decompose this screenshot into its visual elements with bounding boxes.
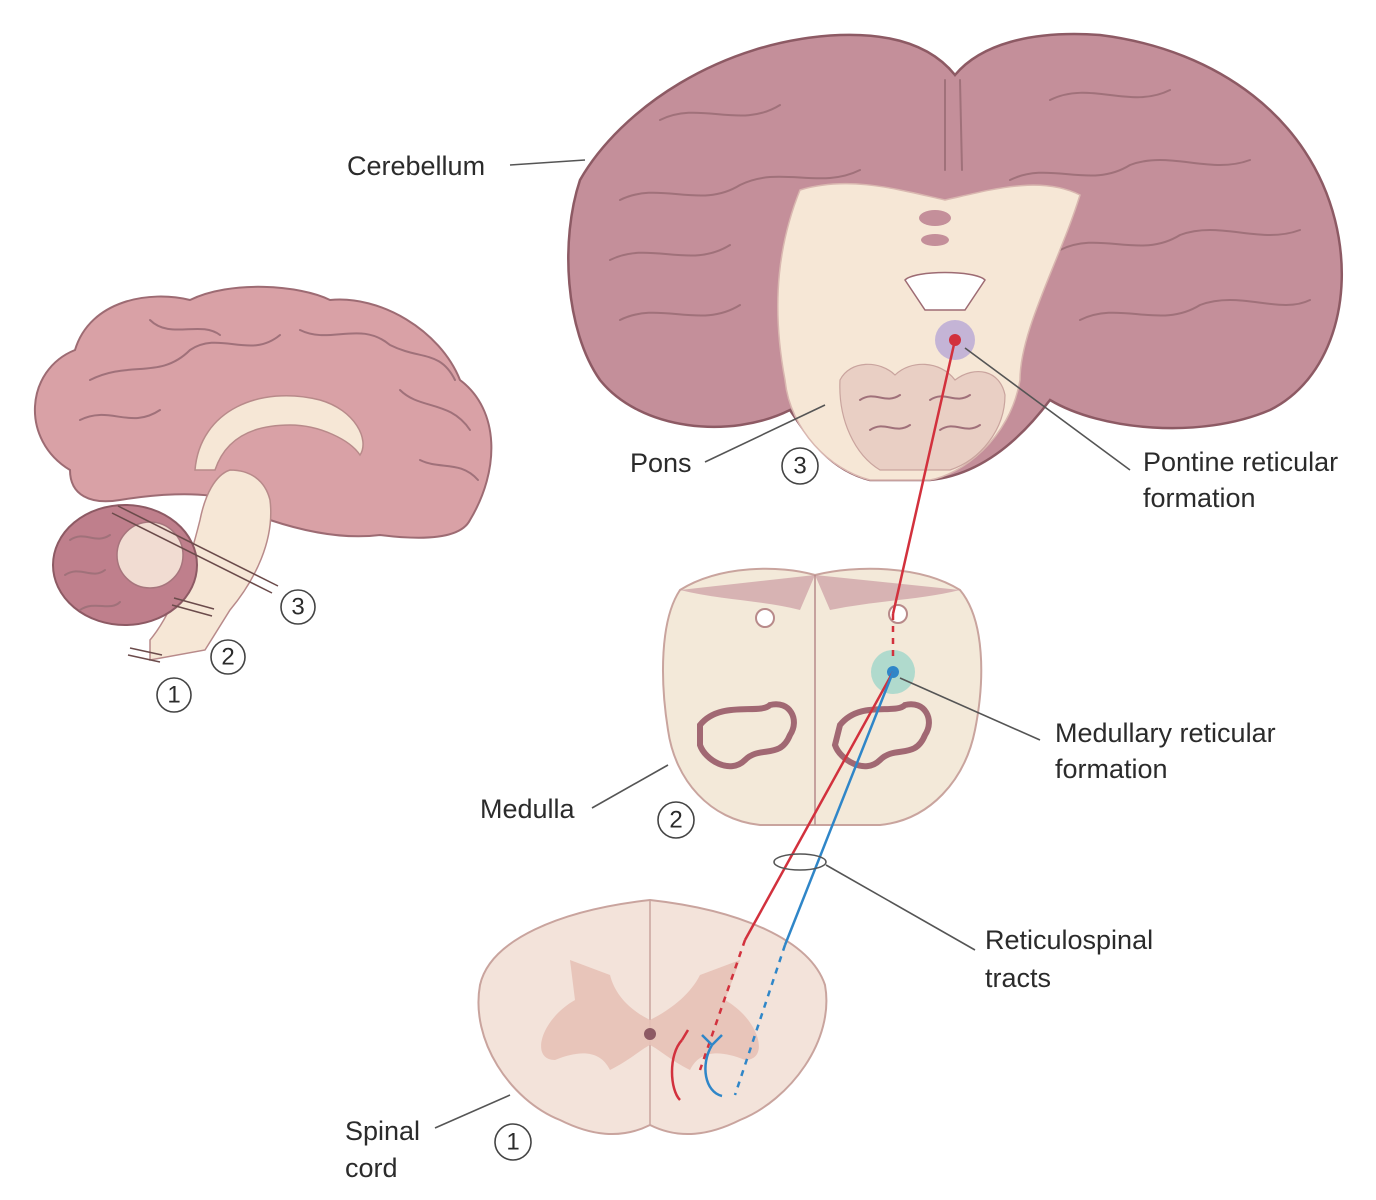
section-plane-2 xyxy=(171,604,213,617)
label-cerebellum: Cerebellum xyxy=(347,151,485,181)
label-medullary-rf-1: Medullary reticular xyxy=(1055,718,1276,748)
medullary-reticulospinal-tract xyxy=(701,671,895,1098)
fourth-ventricle xyxy=(904,271,986,311)
label-pontine-rf-1: Pontine reticular xyxy=(1143,447,1338,477)
section-plane-1 xyxy=(127,654,161,663)
label-pons: Pons xyxy=(630,448,692,478)
pontine-reticulospinal-tract xyxy=(670,339,957,1101)
spinal-cord-section xyxy=(477,898,828,1136)
leader-cerebellum xyxy=(509,159,586,166)
svg-text:1: 1 xyxy=(167,682,180,709)
pons-section xyxy=(567,32,1343,482)
brainstem xyxy=(149,469,272,661)
leader-pontine-rf xyxy=(964,347,1131,471)
marker-2-medulla: 2 xyxy=(657,801,695,839)
gray-matter xyxy=(541,960,759,1070)
marker-2-sagittal: 2 xyxy=(210,639,246,675)
leader-pons xyxy=(704,404,826,463)
spinal-cord-body xyxy=(477,898,828,1136)
label-reticulospinal-1: Reticulospinal xyxy=(985,925,1153,955)
central-canal xyxy=(644,1028,656,1040)
svg-text:2: 2 xyxy=(221,644,234,671)
svg-text:3: 3 xyxy=(793,453,806,480)
label-medullary-rf-2: formation xyxy=(1055,754,1168,784)
leader-medullary-rf xyxy=(899,677,1041,741)
label-spinal-cord-1: Spinal xyxy=(345,1116,420,1146)
marker-3-sagittal: 3 xyxy=(280,589,316,625)
leader-medulla xyxy=(591,764,669,809)
marker-1-sagittal: 1 xyxy=(156,677,192,713)
reticulospinal-tracts-marker xyxy=(773,853,827,871)
label-medulla: Medulla xyxy=(480,794,576,824)
label-reticulospinal-2: tracts xyxy=(985,963,1051,993)
inferior-olive-right xyxy=(831,701,932,770)
sagittal-brain xyxy=(34,285,493,663)
section-plane-3 xyxy=(111,512,273,594)
marker-1-spinal-cord: 1 xyxy=(494,1123,532,1161)
leader-spinal-cord xyxy=(434,1094,511,1129)
corpus-callosum xyxy=(194,395,364,471)
svg-text:3: 3 xyxy=(291,594,304,621)
svg-text:1: 1 xyxy=(506,1129,519,1156)
leader-reticulospinal xyxy=(825,864,976,951)
medulla-body xyxy=(662,567,983,826)
inferior-olive-left xyxy=(697,701,797,770)
svg-text:2: 2 xyxy=(669,807,682,834)
marker-3-pons: 3 xyxy=(781,447,819,485)
label-spinal-cord-2: cord xyxy=(345,1153,398,1183)
label-pontine-rf-2: formation xyxy=(1143,483,1256,513)
medulla-section xyxy=(662,567,983,826)
